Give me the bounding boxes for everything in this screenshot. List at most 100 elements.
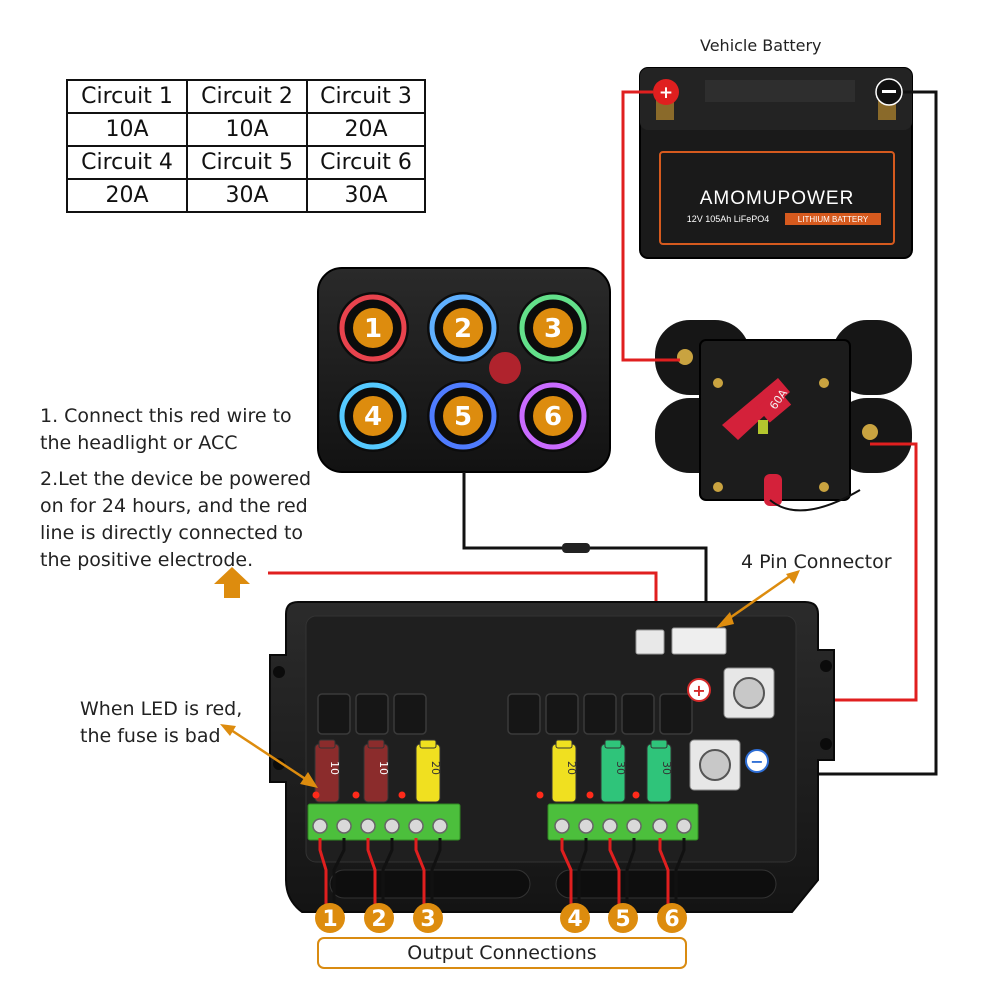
output-badge-circle xyxy=(364,903,394,933)
output-wire-negative xyxy=(674,838,686,905)
note-line: the fuse is bad xyxy=(80,725,221,747)
terminal-block-right xyxy=(547,803,699,841)
table-row: Circuit 4 Circuit 5 Circuit 6 xyxy=(66,145,426,180)
center-logo xyxy=(489,352,521,384)
fuse-rating: 20 xyxy=(565,761,578,775)
switch-button-2[interactable]: 2 xyxy=(427,292,499,364)
status-led xyxy=(352,791,360,799)
fuse-cap xyxy=(318,739,336,749)
switch-button-face xyxy=(533,396,573,436)
switch-button-number: 1 xyxy=(364,314,382,344)
table-cell: 10A xyxy=(66,112,188,147)
four-pin-connector-label: 4 Pin Connector xyxy=(741,551,892,573)
terminal-screw xyxy=(312,818,328,834)
switch-button-face xyxy=(533,308,573,348)
output-badge-number: 2 xyxy=(371,907,386,932)
battery-brand: AMOMUPOWER xyxy=(700,188,855,209)
positive-label: + xyxy=(692,681,705,700)
output-wire-positive xyxy=(658,838,670,905)
table-cell: Circuit 2 xyxy=(186,79,308,114)
output-wire-negative xyxy=(430,838,442,905)
negative-label: − xyxy=(750,752,763,771)
status-led xyxy=(632,791,640,799)
switch-button-face xyxy=(353,308,393,348)
fuse-3: 20 xyxy=(415,739,442,803)
output-wire-negative xyxy=(625,838,636,905)
switch-button-6[interactable]: 6 xyxy=(517,380,589,452)
circuit-breaker: 60A xyxy=(655,320,912,512)
terminal-screw xyxy=(432,818,448,834)
output-wire-positive xyxy=(560,838,573,905)
output-badge-circle xyxy=(657,903,687,933)
switch-button-number: 3 xyxy=(544,314,562,344)
acc-connector xyxy=(635,629,665,655)
switch-led-ring xyxy=(519,382,587,450)
pointer-arrow-icon xyxy=(716,612,734,628)
terminal-screw xyxy=(554,818,570,834)
fuse-cap xyxy=(367,739,385,749)
switch-button-face xyxy=(443,396,483,436)
terminal-screw xyxy=(676,818,692,834)
switch-button-3[interactable]: 3 xyxy=(517,292,589,364)
table-cell: Circuit 3 xyxy=(306,79,426,114)
switch-button-number: 6 xyxy=(544,402,562,432)
switch-button-1[interactable]: 1 xyxy=(337,292,409,364)
fuse-cap xyxy=(650,739,668,749)
switch-button-face xyxy=(443,308,483,348)
switch-button-4[interactable]: 4 xyxy=(337,380,409,452)
switch-led-ring xyxy=(429,294,497,362)
output-wire-positive xyxy=(608,838,621,905)
table-cell: Circuit 1 xyxy=(66,79,188,114)
output-badge-circle xyxy=(315,903,345,933)
battery-positive-terminal xyxy=(653,79,679,105)
table-cell: 30A xyxy=(306,178,426,213)
vehicle-battery: AMOMUPOWER 12V 105Ah LiFePO4 LITHIUM BAT… xyxy=(639,67,913,259)
terminal-screw xyxy=(360,818,376,834)
terminal-screw xyxy=(626,818,642,834)
status-led xyxy=(312,791,320,799)
plus-icon: + xyxy=(659,83,673,103)
breaker-lever xyxy=(722,378,790,440)
note-line: When LED is red, xyxy=(80,698,243,720)
battery-type-badge: LITHIUM BATTERY xyxy=(798,215,869,224)
output-badge-circle xyxy=(608,903,638,933)
fuse-cap xyxy=(604,739,622,749)
note-line: the positive electrode. xyxy=(40,549,254,571)
output-badge-circle xyxy=(560,903,590,933)
output-badge-number: 5 xyxy=(615,907,630,932)
switch-led-ring xyxy=(339,382,407,450)
switch-led-ring xyxy=(519,294,587,362)
output-wire-positive xyxy=(414,838,426,905)
battery-spec: 12V 105Ah LiFePO4 xyxy=(687,214,770,224)
table-cell: 10A xyxy=(186,112,308,147)
switch-button-number: 4 xyxy=(364,402,382,432)
table-cell: 20A xyxy=(66,178,188,213)
table-cell: Circuit 4 xyxy=(66,145,188,180)
table-row: 10A 10A 20A xyxy=(66,112,426,147)
terminal-screw xyxy=(336,818,352,834)
fuse-2: 10 xyxy=(363,739,390,803)
table-row: 20A 30A 30A xyxy=(66,178,426,213)
output-badge-number: 4 xyxy=(567,907,582,932)
output-wire-positive xyxy=(366,838,377,905)
switch-led-ring xyxy=(429,382,497,450)
negative-terminal-icon xyxy=(745,749,769,773)
fuse-rating: 10 xyxy=(377,761,390,775)
status-led xyxy=(536,791,544,799)
output-wires xyxy=(318,838,686,905)
table-row: Circuit 1 Circuit 2 Circuit 3 xyxy=(66,79,426,114)
up-arrow-icon xyxy=(214,567,250,598)
pointer-arrow-icon xyxy=(300,772,318,788)
fuse-4: 20 xyxy=(551,739,578,803)
power-note: 2.Let the device be powered on for 24 ho… xyxy=(40,466,330,574)
switch-button-number: 5 xyxy=(454,402,472,432)
switch-button-5[interactable]: 5 xyxy=(427,380,499,452)
note-line: line is directly connected to xyxy=(40,522,304,544)
output-badge-number: 3 xyxy=(420,907,435,932)
terminal-screw xyxy=(652,818,668,834)
switch-button-face xyxy=(353,396,393,436)
terminal-screw xyxy=(384,818,400,834)
